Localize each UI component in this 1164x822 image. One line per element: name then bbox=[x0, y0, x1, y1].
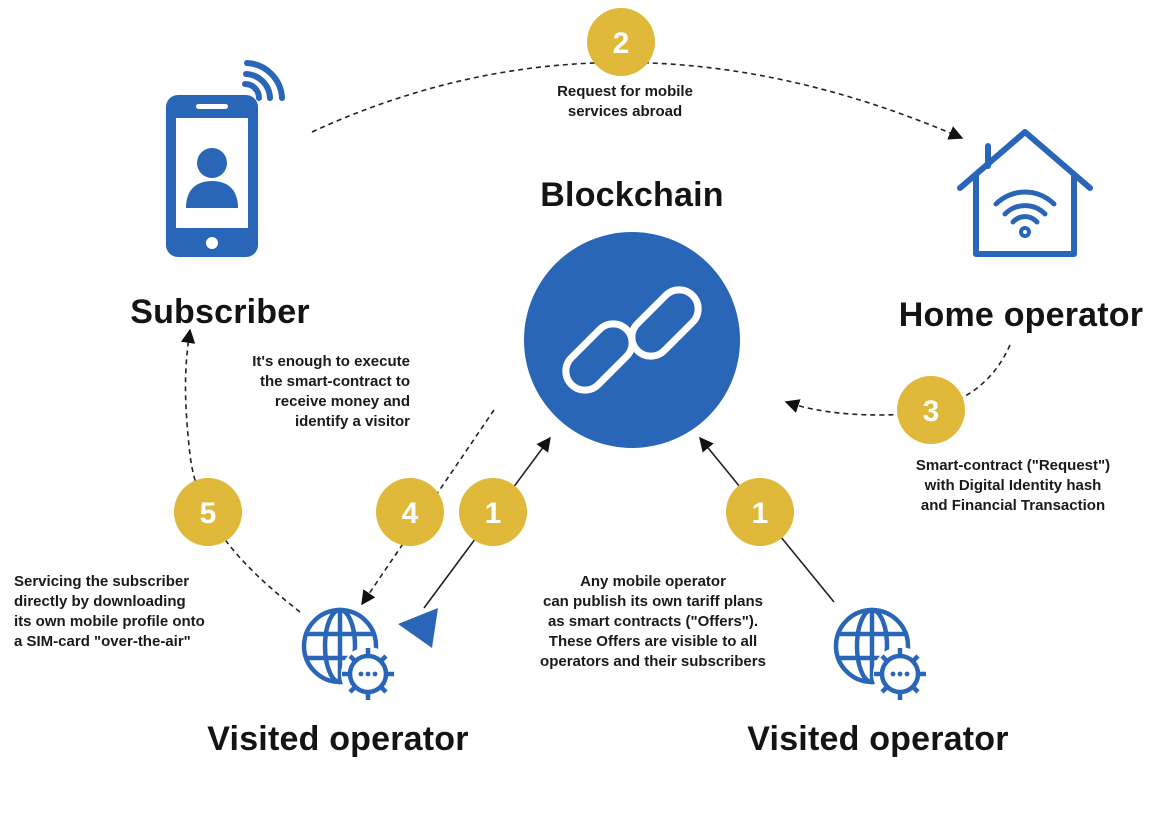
step-number: 1 bbox=[752, 497, 769, 530]
step4-line: receive money and bbox=[274, 393, 410, 410]
step2-description: Request for mobile services abroad bbox=[510, 82, 740, 122]
step4-description: It's enough to execute the smart-contrac… bbox=[190, 352, 410, 432]
step4-line: identify a visitor bbox=[294, 413, 410, 430]
step5-description: Servicing the subscriber directly by dow… bbox=[14, 572, 254, 652]
connector-visited-left-to-subscriber bbox=[180, 328, 301, 613]
step3-line: with Digital Identity hash bbox=[924, 477, 1102, 494]
step4-line: the smart-contract to bbox=[259, 373, 410, 390]
connector-home-to-blockchain bbox=[784, 344, 1011, 416]
step1-line: can publish its own tariff plans bbox=[542, 593, 764, 610]
step1-line: operators and their subscribers bbox=[540, 653, 766, 670]
step1-line: Any mobile operator bbox=[580, 573, 726, 590]
step5-line: its own mobile profile onto bbox=[14, 613, 205, 630]
step-badge-1-right: 1 bbox=[726, 478, 794, 546]
step1-description: Any mobile operator can publish its own … bbox=[498, 572, 808, 672]
smartphone-user-icon bbox=[166, 60, 285, 257]
globe-gear-icon-right bbox=[833, 607, 927, 701]
house-wifi-icon bbox=[957, 129, 1093, 257]
pointer-triangle-icon bbox=[398, 608, 438, 648]
step3-line: Smart-contract ("Request") bbox=[915, 457, 1111, 474]
step3-description: Smart-contract ("Request") with Digital … bbox=[868, 456, 1158, 516]
step-number: 4 bbox=[402, 497, 419, 530]
step-number: 2 bbox=[613, 27, 630, 60]
step1-line: as smart contracts ("Offers"). bbox=[547, 613, 759, 630]
step-number: 5 bbox=[200, 497, 217, 530]
visited-operator-left-label: Visited operator bbox=[207, 720, 469, 758]
step5-line: directly by downloading bbox=[14, 593, 186, 610]
step-badge-3: 3 bbox=[897, 376, 965, 444]
globe-gear-icon-left bbox=[301, 607, 395, 701]
step1-line: These Offers are visible to all bbox=[548, 633, 758, 650]
step4-line: It's enough to execute bbox=[252, 353, 410, 370]
step2-line: Request for mobile bbox=[557, 83, 693, 100]
step-badge-1-left: 1 bbox=[459, 478, 527, 546]
step5-line: Servicing the subscriber bbox=[14, 573, 190, 590]
visited-operator-right-label: Visited operator bbox=[747, 720, 1009, 758]
step-badge-5: 5 bbox=[174, 478, 242, 546]
chain-link-icon bbox=[562, 286, 702, 394]
blockchain-title: Blockchain bbox=[540, 176, 724, 214]
step5-line: a SIM-card "over-the-air" bbox=[14, 633, 191, 650]
step2-line: services abroad bbox=[567, 103, 683, 120]
blockchain-node bbox=[524, 232, 740, 448]
step3-line: and Financial Transaction bbox=[920, 497, 1106, 514]
subscriber-label: Subscriber bbox=[130, 293, 310, 331]
step-badge-2: 2 bbox=[587, 8, 655, 76]
step-number: 1 bbox=[485, 497, 502, 530]
step-badge-4: 4 bbox=[376, 478, 444, 546]
home-operator-label: Home operator bbox=[898, 296, 1144, 334]
step-number: 3 bbox=[923, 395, 940, 428]
